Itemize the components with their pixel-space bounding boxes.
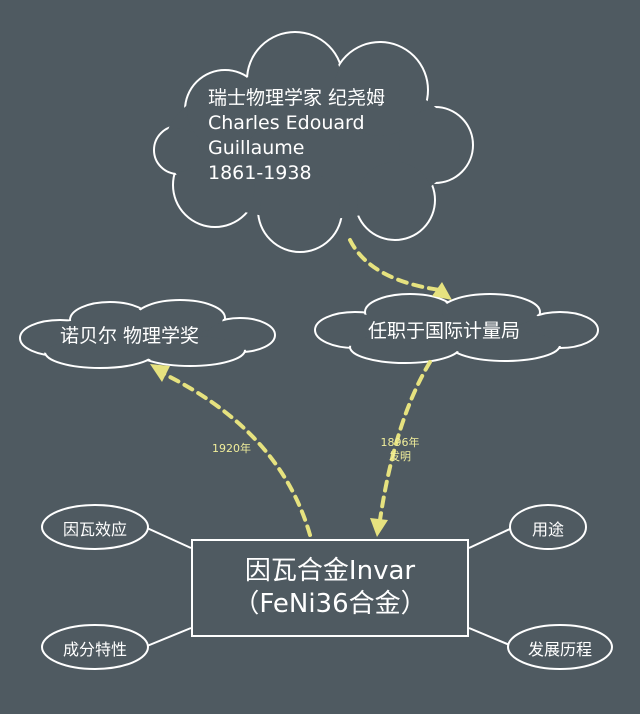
person-cloud-text: 瑞士物理学家 纪尧姆 Charles Edouard Guillaume 186… bbox=[208, 86, 385, 186]
arrow-label-invented: 发明 bbox=[389, 450, 411, 463]
arrow-person-to-bureau bbox=[348, 238, 442, 292]
main-node-invar: 因瓦合金Invar （FeNi36合金） bbox=[191, 539, 469, 637]
connector-invar-effect bbox=[146, 527, 192, 549]
uses-oval bbox=[509, 504, 587, 550]
arrow-invar-to-nobel bbox=[158, 370, 312, 537]
invar-effect-label: 因瓦效应 bbox=[62, 520, 127, 539]
properties-oval bbox=[41, 624, 149, 670]
connector-uses bbox=[468, 527, 513, 549]
person-name-en-2: Guillaume bbox=[208, 137, 305, 159]
main-node-subtitle: （FeNi36合金） bbox=[233, 589, 427, 619]
arrow-label-year: 1896年 bbox=[380, 436, 420, 449]
person-name-en-1: Charles Edouard bbox=[208, 112, 365, 134]
person-lifespan: 1861-1938 bbox=[208, 162, 312, 184]
arrow-bureau-to-invar bbox=[378, 360, 432, 522]
main-node-title: 因瓦合金Invar bbox=[244, 556, 416, 586]
nobel-cloud-shape bbox=[19, 299, 276, 369]
uses-label: 用途 bbox=[531, 520, 564, 539]
arrow-head-invar bbox=[370, 518, 388, 537]
connector-history bbox=[468, 627, 513, 647]
arrow-label-1920: 1920年 bbox=[212, 442, 251, 455]
bureau-cloud-label: 任职于国际计量局 bbox=[368, 320, 521, 342]
history-label: 发展历程 bbox=[527, 640, 592, 659]
arrow-head-nobel bbox=[150, 364, 170, 382]
person-name-zh: 瑞士物理学家 纪尧姆 bbox=[208, 87, 386, 109]
person-cloud-shape bbox=[153, 31, 474, 253]
bureau-cloud-shape bbox=[314, 293, 599, 364]
properties-label: 成分特性 bbox=[62, 640, 127, 659]
arrow-label-1896: 1896年 发明 bbox=[380, 436, 420, 464]
history-oval bbox=[507, 624, 613, 670]
invar-effect-oval bbox=[41, 504, 149, 550]
connector-properties bbox=[146, 627, 192, 647]
arrow-head-bureau bbox=[432, 282, 452, 300]
nobel-cloud-label: 诺贝尔 物理学奖 bbox=[60, 325, 200, 347]
